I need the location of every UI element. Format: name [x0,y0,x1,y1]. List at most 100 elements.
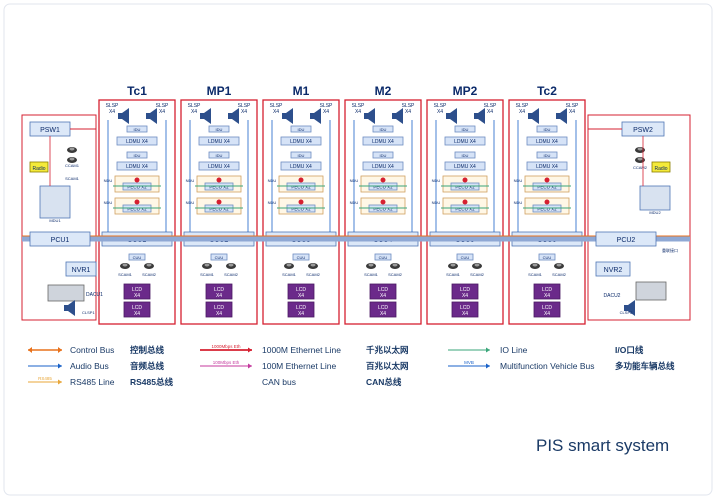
legend-can-zh: CAN总线 [366,377,402,387]
slsp-x4-right-5: X4 [487,109,493,115]
legend-mvb-en: Multifunction Vehicle Bus [500,361,595,371]
lcd-box-6-2 [533,301,561,318]
mdu1-panel [39,185,71,219]
slsp-x4-left-6: X4 [519,109,525,115]
camera-icon-lens [637,157,643,161]
lcd-box-4-1 [369,283,397,300]
speaker-icon [446,108,457,124]
pecu-label-1-1: PECU X2 [127,185,147,190]
psw2-label: PSW2 [633,127,653,134]
pecu-icon [544,177,550,183]
camera-icon-lens [204,263,210,267]
idu-label-top-5: IDU [462,127,469,132]
legend-eth100-arrow [248,363,252,369]
speaker-icon [118,108,129,124]
pecu-box-3-2 [286,204,316,213]
mdu2-label: MDU2 [649,210,661,215]
scam2-label-5: SCAM2 [470,272,485,277]
pecu-box-6-1 [532,182,562,191]
slsp-label-left-2: SLSP [188,103,201,109]
mdu1-label: MDU1 [49,218,61,223]
dacu1-panel [47,284,85,302]
speaker-icon [228,108,239,124]
legend-eth100-tag: 100Mbps Eth [213,360,240,365]
car-outline-5 [426,99,504,325]
lcd-label-1-1: LCD [132,287,142,293]
ldmu-label-6: LDMU X4 [536,139,558,145]
pecu-label-3-1: PECU X2 [291,185,311,190]
legend-mvb-arrow [486,363,490,369]
ldmu-box-mid-4 [362,161,404,171]
lcd-x4-1-2: X4 [134,311,140,317]
legend-eth1000-tag: 1000Mbps Eth [211,344,241,349]
clsp2-label: CLSP2 [620,310,633,315]
legend-control-bus-arrow-left [28,347,32,353]
ldmu-label-3: LDMU X4 [290,139,312,145]
lcd-x4-2-2: X4 [216,311,222,317]
ldmu-box-3 [280,136,322,146]
ldmu-label-mid-1: LDMU X4 [126,164,148,170]
scam1-label-6: SCAM1 [528,272,543,277]
pcu2-box [595,231,657,247]
legend-eth1000-en: 1000M Ethernet Line [262,345,341,355]
cuu-label-3: CUU [297,255,306,260]
scam2-label-2: SCAM2 [224,272,239,277]
camera-icon-lens [450,263,456,267]
car-outline-1 [98,99,176,325]
slsp-x4-right-1: X4 [159,109,165,115]
slsp-x4-left-3: X4 [273,109,279,115]
slsp-label-left-5: SLSP [434,103,447,109]
pecu-icon [298,199,304,205]
legend-rs485-zh: RS485总线 [130,377,173,387]
pecu-icon [462,177,468,183]
lcd-x4-5-2: X4 [462,311,468,317]
cuu-box-4 [374,253,392,261]
slsp-x4-left-1: X4 [109,109,115,115]
car-label-2: MP1 [207,84,232,98]
idu-label-mid-4: IDU [380,153,387,158]
pecu-label-3-2: PECU X2 [291,207,311,212]
lcd-x4-3-2: X4 [298,311,304,317]
idu-box-mid-3 [290,151,312,159]
idu-box-mid-4 [372,151,394,159]
idu-box-mid-6 [536,151,558,159]
idu-label-mid-2: IDU [216,153,223,158]
ldmu-label-mid-2: LDMU X4 [208,164,230,170]
lcd-box-4-2 [369,301,397,318]
idu-box-mid-5 [454,151,476,159]
legend-eth100-en: 100M Ethernet Line [262,361,336,371]
car-label-1: Tc1 [127,84,147,98]
ldmu-box-1 [116,136,158,146]
pecu-icon [216,199,222,205]
pecu-icon [134,199,140,205]
car-label-3: M1 [293,84,310,98]
slsp-label-right-5: SLSP [484,103,497,109]
pecu-icon [380,177,386,183]
slsp-label-left-4: SLSP [352,103,365,109]
cuu-box-3 [292,253,310,261]
lcd-label-1-2: LCD [132,305,142,311]
legend-eth1000-arrow [248,347,252,353]
legend-rs485-en: RS485 Line [70,377,115,387]
idu-box-top-5 [454,125,476,133]
lcd-x4-1-1: X4 [134,293,140,299]
legend-control-bus-zh: 控制总线 [130,345,165,355]
slsp-label-right-1: SLSP [156,103,169,109]
cuu-label-4: CUU [379,255,388,260]
pecu-label-2-2: PECU X2 [209,207,229,212]
speaker-icon [200,108,211,124]
dacu1-label: DACU1 [86,292,103,298]
lcd-box-1-2 [123,301,151,318]
legend-audio-bus-arrow [58,363,62,369]
pecu-label-1-2: PECU X2 [127,207,147,212]
idu-label-mid-1: IDU [134,153,141,158]
car-label-5: MP2 [453,84,478,98]
cuu-box-5 [456,253,474,261]
idu-label-top-1: IDU [134,127,141,132]
ldmu-label-mid-5: LDMU X4 [454,164,476,170]
diagram-caption: PIS smart system [536,436,670,455]
pecu-box-5-1 [450,182,480,191]
lcd-label-4-1: LCD [378,287,388,293]
slsp-x4-right-6: X4 [569,109,575,115]
